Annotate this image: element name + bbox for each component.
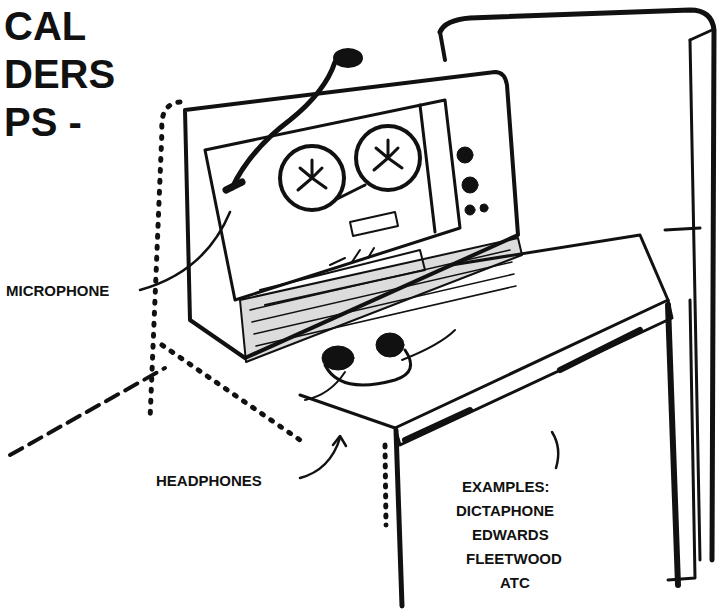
part-label: ATC: [500, 574, 530, 592]
part-label: FLEETWOOD: [466, 550, 562, 568]
part-label: DICTAPHONE: [456, 502, 554, 520]
heading: CAL DERS PS -: [4, 2, 134, 146]
part-label: EDWARDS: [472, 526, 549, 544]
part-label: MICROPHONE: [6, 282, 109, 300]
part-label: EXAMPLES:: [462, 478, 550, 496]
part-label: HEADPHONES: [156, 472, 262, 490]
